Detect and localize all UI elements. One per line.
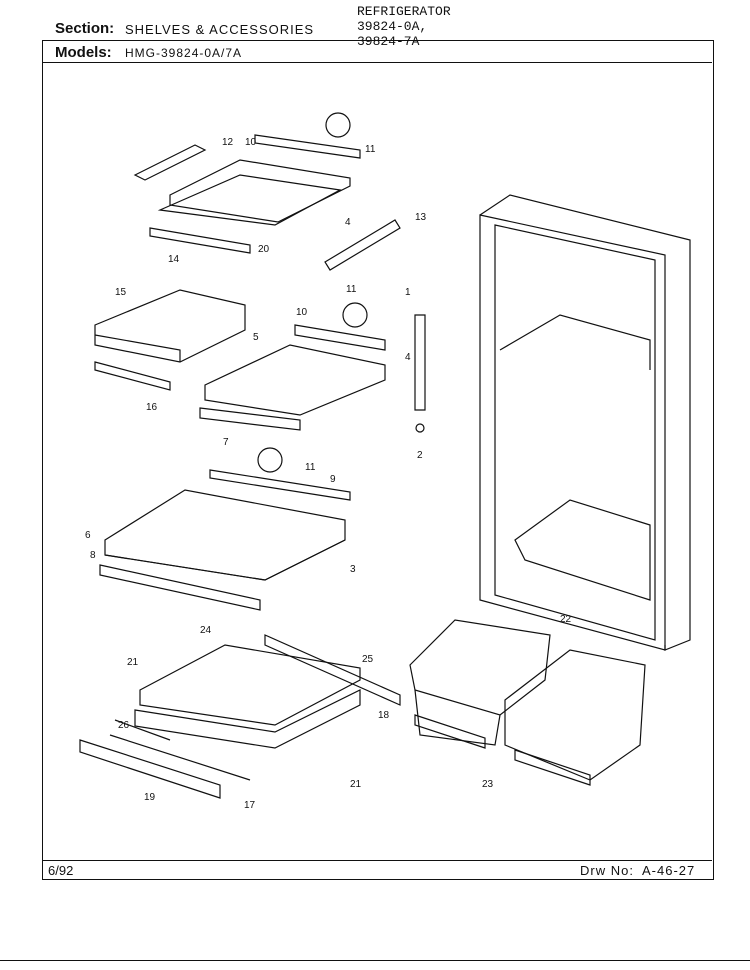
callout-8: 8 [90, 550, 96, 561]
callout-12: 12 [222, 137, 234, 148]
callout-21-right: 21 [350, 779, 362, 790]
cabinet-floor [514, 499, 651, 601]
callout-11: 11 [365, 144, 376, 155]
strip-26 [114, 719, 171, 741]
plug-2 [415, 423, 425, 433]
footer-rule [42, 860, 712, 861]
section-value: SHELVES & ACCESSORIES [125, 22, 315, 37]
refrigerator-cabinet [479, 194, 691, 651]
crisper-trim-16 [94, 361, 171, 391]
callout-15: 15 [115, 287, 127, 298]
section-label: Section: [55, 20, 115, 37]
front-trim-19 [79, 739, 221, 799]
cover-trim-25 [264, 634, 401, 706]
callout-10: 10 [245, 137, 257, 148]
shelf-trim-14 [149, 227, 251, 254]
shelf-trim-7 [199, 407, 301, 431]
callout-22: 22 [560, 614, 572, 625]
diagram-frame [42, 40, 714, 880]
trim-strip-10 [254, 134, 361, 159]
models-rule [42, 62, 712, 63]
crisper-drawers [409, 619, 646, 786]
callout-5: 5 [253, 332, 259, 343]
footer-date: 6/92 [48, 863, 74, 878]
screw-11-low [257, 447, 283, 473]
top-shelf-group [133, 112, 401, 271]
drawer-trim-23-right [514, 749, 591, 786]
callout-17: 17 [244, 800, 256, 811]
callout-labels: 12 10 11 13 4 20 14 15 11 10 1 5 4 16 7 … [85, 137, 572, 811]
cabinet-front [479, 214, 666, 651]
callout-14: 14 [168, 254, 180, 265]
glass-shelf-5 [204, 344, 386, 416]
callout-2: 2 [417, 450, 423, 461]
callout-6: 6 [85, 530, 91, 541]
drawer-trim-23-left [414, 714, 486, 749]
callout-11-low: 11 [305, 462, 316, 473]
callout-21-left: 21 [127, 657, 139, 668]
callout-3: 3 [350, 564, 356, 575]
callout-4: 4 [345, 217, 351, 228]
crisper-15 [94, 289, 246, 363]
freezer-divider [499, 314, 651, 370]
callout-10-mid: 10 [296, 307, 308, 318]
models-value: HMG-39824-0A/7A [125, 46, 243, 60]
cover-frame-18 [134, 689, 361, 749]
callout-4-mid: 4 [405, 352, 411, 363]
crisper-drawer-22-right [504, 649, 646, 781]
middle-shelf-group [94, 289, 426, 433]
shelf-ladder-1 [414, 314, 426, 411]
shelf-frame-20 [157, 174, 342, 226]
screw-11-top [325, 112, 351, 138]
shelf-trim-8 [99, 564, 261, 611]
trim-strip-9 [209, 469, 351, 501]
trim-strip-10-mid [294, 324, 386, 351]
callout-7: 7 [223, 437, 229, 448]
callout-9: 9 [330, 474, 336, 485]
drawing-number: A-46-27 [642, 863, 696, 878]
product-model-1: 39824-0A, [357, 19, 428, 34]
shelf-support-12 [133, 144, 207, 181]
glass-shelf-top [169, 159, 351, 223]
callout-18: 18 [378, 710, 390, 721]
callout-25: 25 [362, 654, 374, 665]
strip-17 [109, 734, 251, 781]
models-label: Models: [55, 44, 112, 61]
callout-1: 1 [405, 287, 411, 298]
callout-23: 23 [482, 779, 494, 790]
callout-26: 26 [118, 720, 130, 731]
screw-11-mid [342, 302, 368, 328]
product-title: REFRIGERATOR [357, 4, 451, 19]
glass-shelf-6 [104, 489, 346, 581]
crisper-cover-24 [139, 644, 361, 726]
product-model-2: 39824-7A [357, 34, 420, 49]
callout-16: 16 [146, 402, 158, 413]
crisper-drawer-22-left [409, 619, 551, 716]
shelf-support-13 [324, 219, 401, 271]
callout-24: 24 [200, 625, 212, 636]
callout-19: 19 [144, 792, 156, 803]
lower-shelf-group [99, 447, 351, 611]
callout-13: 13 [415, 212, 427, 223]
bottom-rule [0, 960, 750, 961]
callout-20: 20 [258, 244, 270, 255]
drawing-label: Drw No: [580, 863, 634, 878]
cabinet-opening [494, 224, 656, 641]
crisper-cover-group [79, 634, 401, 799]
callout-11-mid: 11 [346, 284, 357, 295]
